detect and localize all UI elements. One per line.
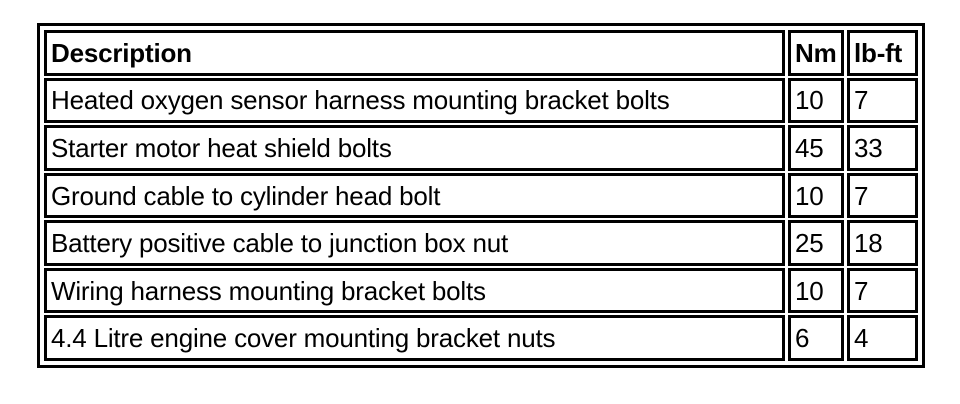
cell-description: Battery positive cable to junction box n… bbox=[44, 220, 785, 266]
column-header-lbft: lb-ft bbox=[847, 30, 918, 76]
table-body: Description Nm lb-ft Heated oxygen senso… bbox=[44, 30, 918, 362]
torque-specification-table: Description Nm lb-ft Heated oxygen senso… bbox=[37, 23, 925, 368]
cell-nm: 10 bbox=[788, 267, 844, 314]
cell-lbft: 7 bbox=[847, 267, 918, 314]
cell-lbft: 33 bbox=[847, 125, 918, 171]
table-row: Starter motor heat shield bolts 45 33 bbox=[44, 125, 918, 171]
table-header-row: Description Nm lb-ft bbox=[44, 30, 918, 76]
cell-lbft: 7 bbox=[847, 77, 918, 124]
table-row: Wiring harness mounting bracket bolts 10… bbox=[44, 267, 918, 314]
cell-description: Ground cable to cylinder head bolt bbox=[44, 172, 785, 219]
table-row: Ground cable to cylinder head bolt 10 7 bbox=[44, 172, 918, 219]
cell-nm: 45 bbox=[788, 125, 844, 171]
column-header-description: Description bbox=[44, 30, 785, 76]
cell-nm: 6 bbox=[788, 315, 844, 362]
cell-description: 4.4 Litre engine cover mounting bracket … bbox=[44, 315, 785, 362]
cell-lbft: 7 bbox=[847, 172, 918, 219]
table-row: 4.4 Litre engine cover mounting bracket … bbox=[44, 315, 918, 362]
cell-description: Heated oxygen sensor harness mounting br… bbox=[44, 77, 785, 124]
cell-lbft: 18 bbox=[847, 220, 918, 266]
column-header-nm: Nm bbox=[788, 30, 844, 76]
cell-lbft: 4 bbox=[847, 315, 918, 362]
table-row: Battery positive cable to junction box n… bbox=[44, 220, 918, 266]
cell-description: Starter motor heat shield bolts bbox=[44, 125, 785, 171]
cell-nm: 10 bbox=[788, 172, 844, 219]
cell-nm: 10 bbox=[788, 77, 844, 124]
cell-description: Wiring harness mounting bracket bolts bbox=[44, 267, 785, 314]
table-row: Heated oxygen sensor harness mounting br… bbox=[44, 77, 918, 124]
cell-nm: 25 bbox=[788, 220, 844, 266]
